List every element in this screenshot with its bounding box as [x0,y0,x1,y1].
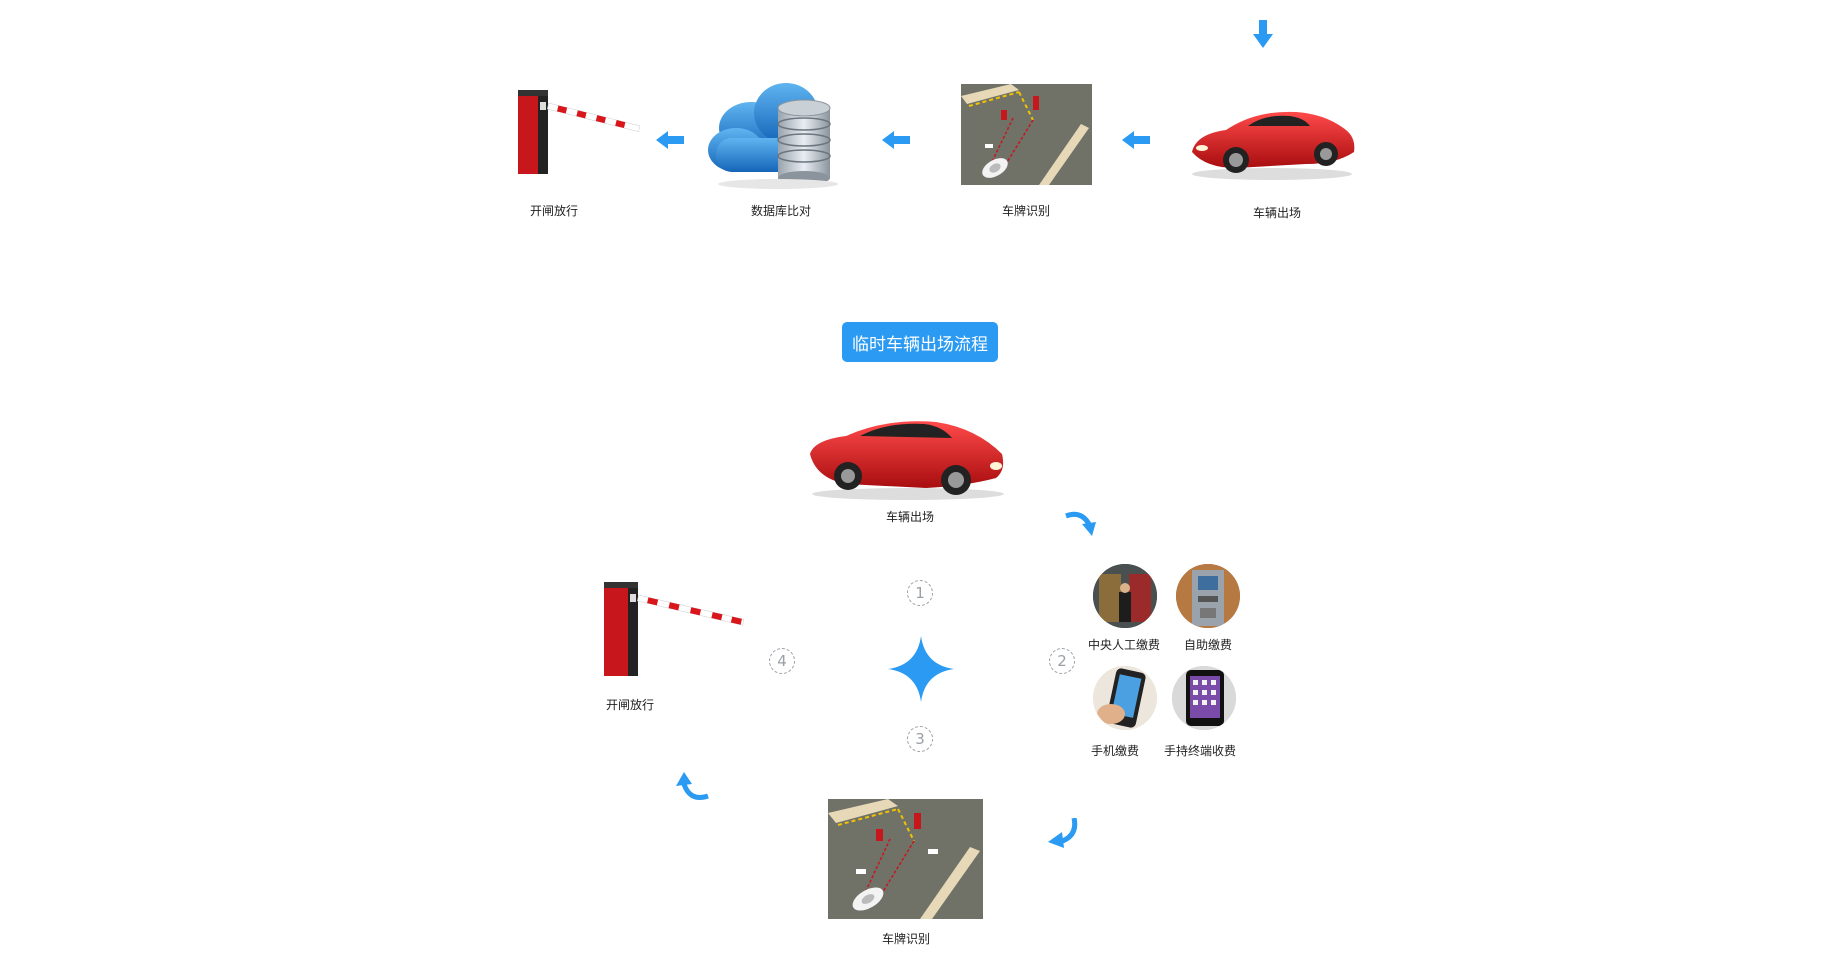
barrier-gate-icon [518,90,641,174]
step-number-2: 2 [1049,648,1075,674]
payment-label-handheld: 手持终端收费 [1163,744,1237,758]
payment-cashier-photo [1093,564,1157,628]
cycle-label-lpr: 车牌识别 [881,932,931,946]
center-star-icon [888,636,954,702]
cloud-database-icon [708,83,838,189]
payment-label-phone: 手机缴费 [1090,744,1140,758]
left-arrow-icon [1122,131,1150,149]
flow-title-badge: 临时车辆出场流程 [842,322,998,362]
step-number-4: 4 [769,648,795,674]
left-arrow-icon [882,131,910,149]
red-car-image [1192,111,1355,180]
cashier-booth-icon [1093,564,1157,628]
cycle-barrier-gate [598,578,746,680]
curved-arrow-icon [1048,818,1078,848]
step-number-3: 3 [907,726,933,752]
license-plate-recognition-image [828,799,983,919]
cycle-label-gate: 开闸放行 [605,698,655,712]
top-step-label-database: 数据库比对 [750,204,812,218]
payment-label-cashier: 中央人工缴费 [1087,638,1161,652]
cycle-red-car [806,414,1010,502]
payment-handheld-photo [1172,666,1236,730]
step-number-1: 1 [907,580,933,606]
barrier-gate-icon [604,582,745,676]
cycle-lpr-image [828,799,983,919]
curved-arrow-icon [1065,511,1096,536]
top-lpr-image [961,84,1092,185]
kiosk-icon [1176,564,1240,628]
payment-phone-photo [1093,666,1157,730]
down-arrow-icon [1253,20,1273,48]
top-step-label-car: 车辆出场 [1252,206,1302,220]
smartphone-icon [1093,666,1157,730]
cycle-label-car: 车辆出场 [885,510,935,524]
payment-label-kiosk: 自助缴费 [1183,638,1233,652]
top-barrier-gate [512,88,642,180]
top-red-car [1186,104,1358,182]
left-arrow-icon [656,131,684,149]
top-step-label-lpr: 车牌识别 [1001,204,1051,218]
top-step-label-gate: 开闸放行 [529,204,579,218]
handheld-terminal-icon [1172,666,1236,730]
license-plate-recognition-image [961,84,1092,185]
curved-arrow-icon [676,772,709,800]
payment-kiosk-photo [1176,564,1240,628]
red-car-image [810,421,1004,500]
top-cloud-database [706,78,852,190]
